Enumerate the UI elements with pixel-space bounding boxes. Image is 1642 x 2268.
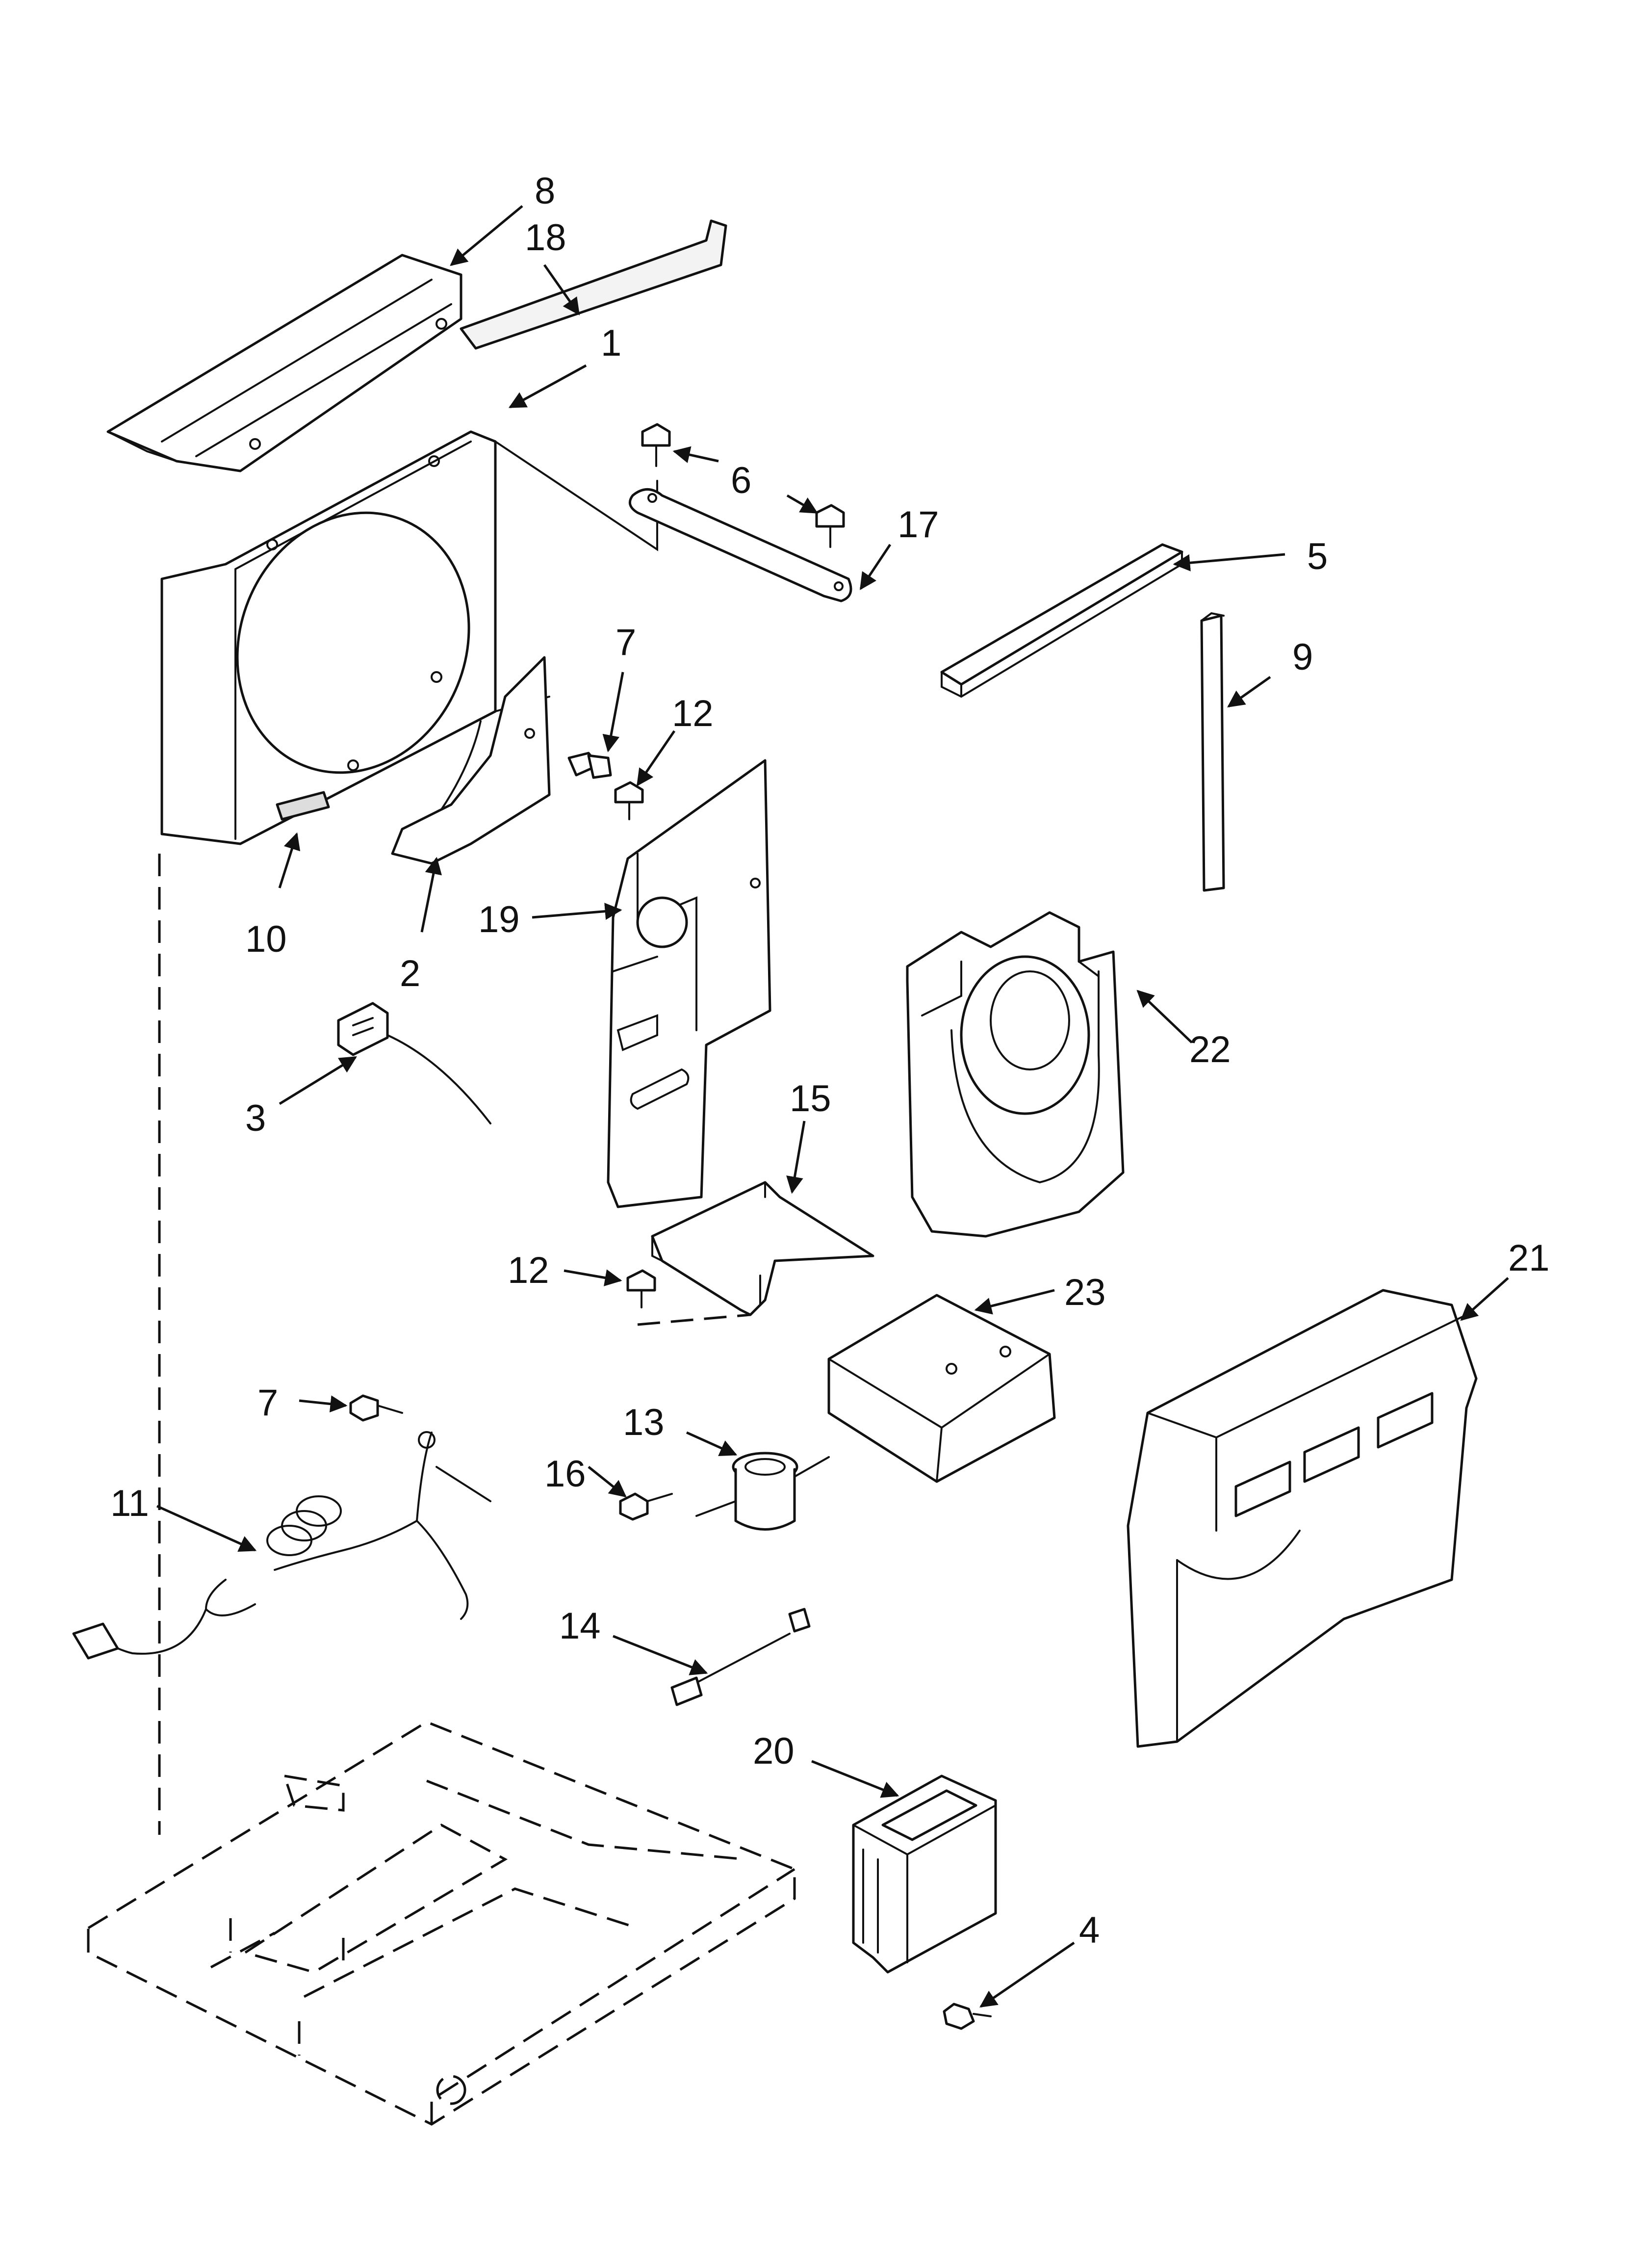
callout-7-lower: 7: [257, 1382, 278, 1424]
part-12-screw-lower: [626, 1269, 751, 1326]
callout-16: 16: [544, 1453, 586, 1495]
part-6-screws: [641, 423, 845, 548]
part-2-bracket: [391, 656, 551, 865]
callout-19: 19: [478, 899, 520, 940]
part-10-block: [276, 791, 330, 821]
part-17-brace: [628, 488, 852, 602]
callout-9: 9: [1292, 636, 1313, 678]
part-8-top-rail: [106, 254, 462, 472]
callout-23: 23: [1064, 1272, 1106, 1313]
part-4-screw: [943, 2003, 992, 2030]
part-1-fan-shroud: [160, 430, 658, 845]
callout-20: 20: [753, 1730, 795, 1772]
callout-3: 3: [245, 1097, 266, 1139]
callout-2: 2: [400, 953, 420, 994]
callout-18: 18: [525, 217, 566, 259]
callout-12-lower: 12: [508, 1250, 549, 1291]
part-7-screw-upper: [567, 752, 612, 779]
callout-17: 17: [898, 504, 939, 546]
callout-7-upper: 7: [616, 622, 636, 663]
base-pan-dashed: [87, 1721, 796, 2126]
part-13-capacitor: [695, 1452, 830, 1531]
callout-1: 1: [601, 322, 621, 364]
callout-21: 21: [1508, 1237, 1550, 1279]
callout-15: 15: [790, 1078, 831, 1120]
part-22-blower-scroll: [906, 911, 1125, 1238]
part-18-foam-strip: [460, 219, 727, 350]
part-5-seal-strip: [940, 543, 1183, 698]
part-19-motor-bracket: [607, 759, 771, 1208]
callout-8: 8: [535, 170, 555, 212]
part-23-capacitor-bracket: [827, 1294, 1056, 1483]
callout-11: 11: [110, 1483, 149, 1524]
leader-arrows: [156, 205, 1509, 2008]
part-12-screw-upper: [614, 781, 644, 820]
part-3-sensor: [337, 1002, 491, 1124]
part-20-control-box: [852, 1774, 997, 1974]
callout-5: 5: [1307, 536, 1328, 577]
callout-10: 10: [245, 918, 287, 960]
callout-4: 4: [1079, 1909, 1100, 1951]
callout-labels: 8 18 1 6 17 5 9 7 12 19 10 2 22 3 15 12 …: [110, 170, 1550, 1951]
callout-12-upper: 12: [672, 693, 714, 734]
part-16-screw: [619, 1492, 673, 1521]
part-11-power-cord: [72, 1431, 491, 1660]
part-14-wire-harness: [670, 1608, 811, 1706]
callout-22: 22: [1189, 1029, 1231, 1070]
part-21-housing: [1127, 1289, 1478, 1748]
part-9-seal-strip: [1200, 612, 1225, 892]
callout-6: 6: [731, 460, 751, 501]
part-7-screw-lower: [349, 1394, 403, 1422]
part-15-base-bracket: [651, 1181, 874, 1316]
callout-14: 14: [559, 1605, 601, 1647]
callout-13: 13: [623, 1402, 665, 1443]
